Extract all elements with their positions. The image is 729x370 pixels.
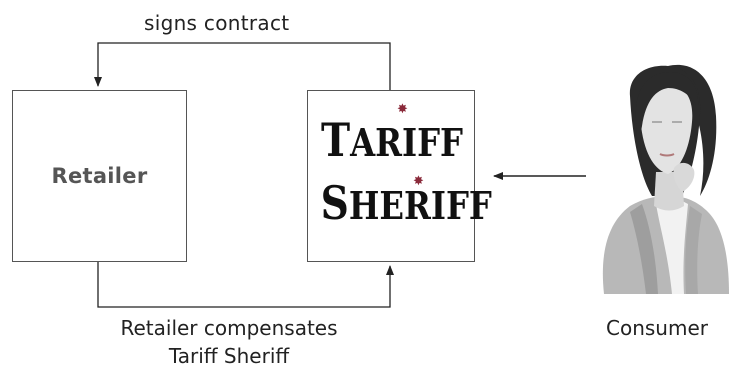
retailer-label: Retailer [51, 164, 148, 188]
star-icon: ✸ [413, 174, 424, 189]
logo-initial-t: T [321, 113, 351, 167]
signs-contract-label: signs contract [144, 11, 290, 35]
logo-line-tariff: TARIFF [321, 117, 464, 163]
compensation-label-line1: Retailer compensates [120, 316, 338, 340]
tariff-sheriff-logo: ✸ TARIFF ✸ SHERIFF [308, 91, 492, 263]
logo-initial-s: S [320, 176, 349, 230]
compensation-connector [97, 262, 394, 308]
logo-line-sheriff: SHERIFF [321, 180, 492, 226]
tariff-sheriff-box: ✸ TARIFF ✸ SHERIFF [307, 90, 492, 263]
woman-avatar-icon [602, 64, 729, 294]
consumer-label: Consumer [606, 316, 708, 340]
logo-rest-ariff: ARIFF [350, 120, 463, 165]
compensation-label: Retailer compensates Tariff Sheriff [90, 314, 368, 370]
star-icon: ✸ [397, 102, 408, 117]
compensation-label-line2: Tariff Sheriff [168, 344, 290, 368]
logo-rest-heriff: HERIFF [348, 183, 492, 228]
retailer-box: Retailer [12, 90, 187, 262]
signs-contract-connector [94, 42, 391, 90]
